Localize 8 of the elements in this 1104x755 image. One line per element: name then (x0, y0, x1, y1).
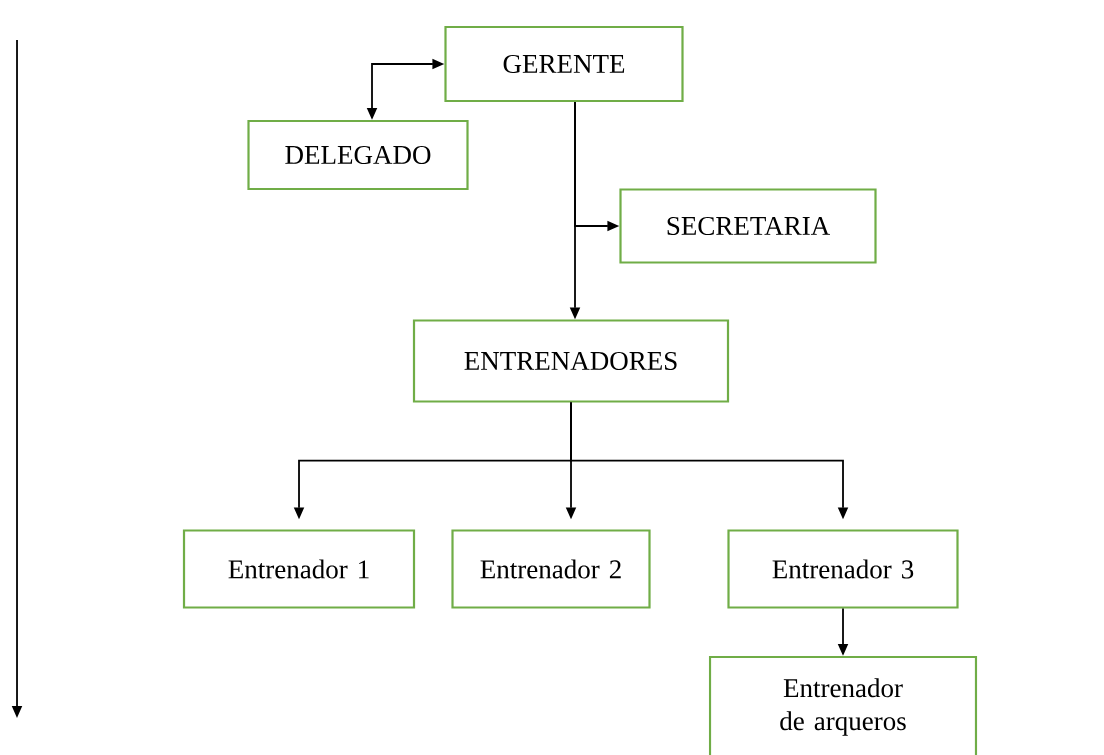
org-box: ENTRENADORES (412, 319, 730, 403)
org-box: Entrenador 3 (727, 529, 959, 609)
org-box: Entrenador 1 (182, 529, 416, 609)
org-box: GERENTE (444, 25, 684, 103)
org-box: DELEGADO (247, 119, 469, 191)
org-box: Entrenador 2 (451, 529, 651, 609)
org-box: SECRETARIA (619, 188, 877, 264)
org-box: Entrenador de arqueros (708, 655, 978, 755)
